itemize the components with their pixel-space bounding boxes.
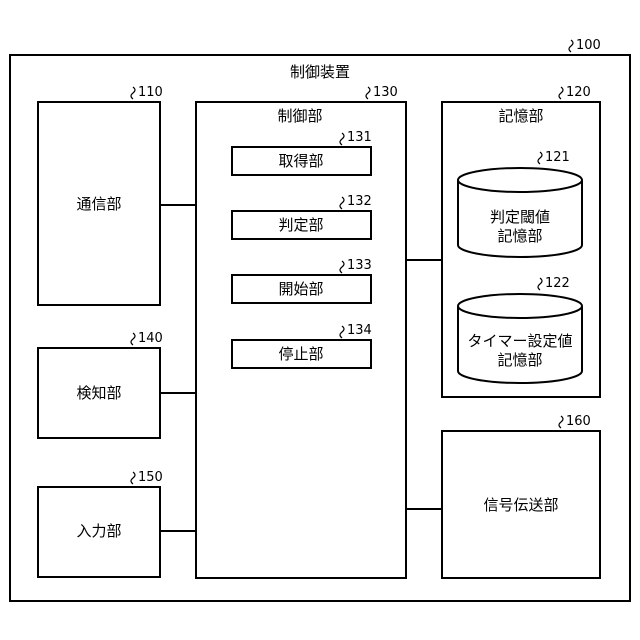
- threshold-db-top: [458, 168, 582, 192]
- storage-unit-label: 記憶部: [498, 107, 543, 125]
- ref-121: 121: [545, 150, 570, 165]
- ref-110: 110: [138, 85, 163, 100]
- timer-db-label-line1: タイマー設定値: [467, 332, 572, 350]
- ref-120: 120: [566, 85, 591, 100]
- timer-db-top: [458, 294, 582, 318]
- acquisition-unit-label: 取得部: [278, 152, 323, 170]
- ref-122: 122: [545, 276, 570, 291]
- control-device-title: 制御装置: [290, 63, 350, 81]
- stop-unit-label: 停止部: [278, 345, 323, 363]
- ref-130: 130: [373, 85, 398, 100]
- ref-132: 132: [347, 194, 372, 209]
- ref-134: 134: [347, 323, 372, 338]
- ref-133: 133: [347, 258, 372, 273]
- timer-db-label-line2: 記憶部: [497, 351, 542, 369]
- ref-100: 100: [576, 38, 601, 53]
- threshold-db-label-line1: 判定閾値: [490, 208, 550, 226]
- threshold-db-label-line2: 記憶部: [497, 227, 542, 245]
- communication-unit-label: 通信部: [76, 195, 121, 213]
- start-unit-label: 開始部: [278, 280, 323, 298]
- ref-131: 131: [347, 130, 372, 145]
- ref-160: 160: [566, 414, 591, 429]
- ref-140: 140: [138, 331, 163, 346]
- ref-leader-100: [569, 40, 573, 52]
- signal-transmission-unit-label: 信号伝送部: [483, 496, 558, 514]
- judgment-unit-label: 判定部: [278, 216, 323, 234]
- detection-unit-label: 検知部: [76, 384, 121, 402]
- input-unit-label: 入力部: [76, 522, 121, 540]
- control-unit-label: 制御部: [277, 107, 322, 125]
- ref-150: 150: [138, 470, 163, 485]
